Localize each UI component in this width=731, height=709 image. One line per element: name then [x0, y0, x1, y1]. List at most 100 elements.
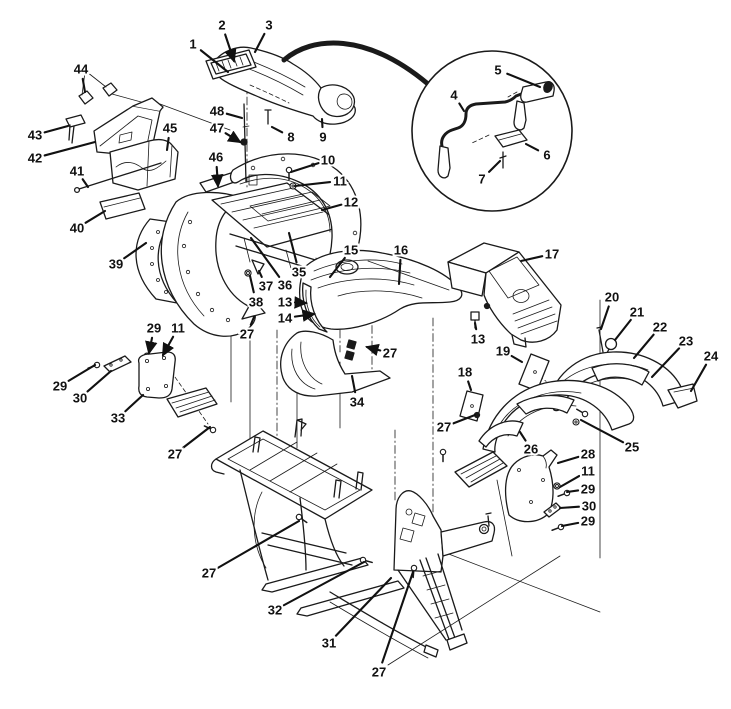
leader-line-3-part-4: [458, 102, 466, 113]
callout-label-20-part-21: 21: [630, 305, 644, 320]
leader-line-52-part-42: [43, 140, 97, 157]
callout-label-19-part-20: 20: [605, 290, 619, 305]
leader-line-46-part-36: [249, 236, 281, 278]
callout-label-0-part-1: 1: [189, 37, 196, 52]
callout-label-38-part-29: 29: [581, 482, 595, 497]
callout-label-15-part-16: 16: [394, 243, 408, 258]
rivet-hole: [156, 278, 160, 282]
leg-rungs: [422, 570, 454, 619]
callout-label-39-part-30: 30: [582, 499, 596, 514]
callout-label-48-part-38: 38: [249, 295, 263, 310]
callout-label-54-part-44: 44: [74, 62, 89, 77]
leader-line-23-part-24: [689, 363, 708, 393]
callout-label-47-part-37: 37: [259, 279, 273, 294]
tray-40-line: [103, 197, 141, 208]
box-17-left: [447, 261, 487, 297]
rivet-hole: [195, 291, 201, 297]
callout-label-50-part-40: 40: [70, 221, 84, 236]
callout-label-18-part-19: 19: [496, 344, 510, 359]
rod-collar: [242, 125, 250, 128]
frame-group: [210, 418, 496, 659]
leader-line-43-part-33: [124, 393, 145, 413]
callout-label-37-part-11: 11: [581, 464, 595, 479]
leader-line-40-part-29: [560, 521, 580, 528]
leader-line-18-part-19: [510, 354, 524, 364]
bolt-fastener: [574, 406, 590, 419]
leader-line-7-part-8: [270, 125, 284, 134]
callout-label-7-part-8: 8: [287, 130, 294, 145]
strip-hole: [548, 509, 552, 513]
leader-line-35-part-29: [67, 363, 97, 382]
foot-rail: [296, 580, 405, 617]
strip-hole: [553, 505, 557, 509]
callout-label-17-part-18: 18: [458, 365, 472, 380]
bracket-37: [251, 259, 265, 275]
rivet-hole: [209, 307, 215, 313]
a-leg: [419, 557, 456, 643]
barrel-end-cap-5: [543, 81, 553, 93]
rod-41-head: [73, 186, 81, 194]
grommet-47: [240, 138, 248, 146]
down-tube: [299, 497, 307, 571]
callout-label-53-part-43: 43: [28, 128, 42, 143]
leader-line-37-part-11: [558, 474, 581, 489]
foot-rail: [261, 557, 369, 593]
alignment-line: [162, 359, 209, 425]
leader-line-59-part-13: [473, 321, 478, 331]
callout-label-43-part-33: 33: [111, 411, 125, 426]
bolt-7: [499, 151, 507, 169]
leader-line-31-part-27: [381, 570, 415, 664]
nut-11: [553, 482, 561, 490]
rivet-hole: [156, 230, 160, 234]
strip-hole: [109, 363, 113, 367]
callout-label-5-part-6: 6: [543, 148, 550, 163]
callout-label-55-part-45: 45: [163, 121, 177, 136]
callout-label-8-part-9: 9: [319, 130, 326, 145]
fender-12-slot: [248, 174, 258, 186]
fastener-blob: [483, 302, 491, 310]
clip-27: [346, 339, 357, 350]
box-45-edges: [146, 140, 173, 187]
inner-fender-arc: [177, 211, 205, 317]
bracket-43-stem: [68, 124, 75, 144]
latch-tube-4: [440, 91, 526, 148]
callout-label-30-part-27: 27: [202, 566, 216, 581]
strip-30: [103, 355, 132, 373]
leader-line-50-part-40: [84, 209, 107, 224]
tread-lines: [171, 391, 216, 413]
box-17-window: [488, 256, 540, 299]
footwell-bracket-26: [478, 420, 524, 448]
splash-panel-34: [280, 330, 391, 397]
fender-hole: [334, 178, 340, 184]
rack-end-cap: [210, 458, 225, 475]
rack-post: [333, 479, 342, 499]
leader-line-28-part-27: [181, 425, 212, 449]
flap-hole: [541, 478, 545, 482]
projection-line: [496, 479, 513, 557]
foot-pad: [423, 644, 439, 658]
hook-44a: [78, 90, 94, 105]
bottom-tube: [329, 591, 433, 651]
callout-label-10-part-11: 11: [333, 174, 347, 189]
leader-line-29-part-27: [452, 413, 477, 425]
bracket-43: [65, 114, 86, 128]
magnifier-arc: [281, 40, 431, 87]
panel-18-hole: [470, 404, 474, 408]
callout-label-34-part-11: 11: [171, 321, 185, 336]
callout-label-14-part-15: 15: [344, 243, 358, 258]
inset-detail-group: [281, 40, 573, 212]
leader-line-15-part-16: [397, 258, 402, 286]
fender-hole: [250, 165, 256, 171]
leader-line-41-part-31: [334, 576, 393, 637]
leader-line-32-part-28: [556, 455, 580, 465]
clip-27: [344, 350, 355, 361]
leader-line-14-part-15: [328, 256, 346, 279]
inset-dots: [471, 91, 518, 144]
front-box-group: [447, 242, 562, 348]
front-body-panel-group: [280, 249, 463, 397]
seat-rear-bump-9: [317, 84, 356, 118]
diagram-artwork: [65, 40, 698, 666]
rack-post: [355, 471, 364, 491]
leader-line-16-part-17: [519, 255, 544, 263]
